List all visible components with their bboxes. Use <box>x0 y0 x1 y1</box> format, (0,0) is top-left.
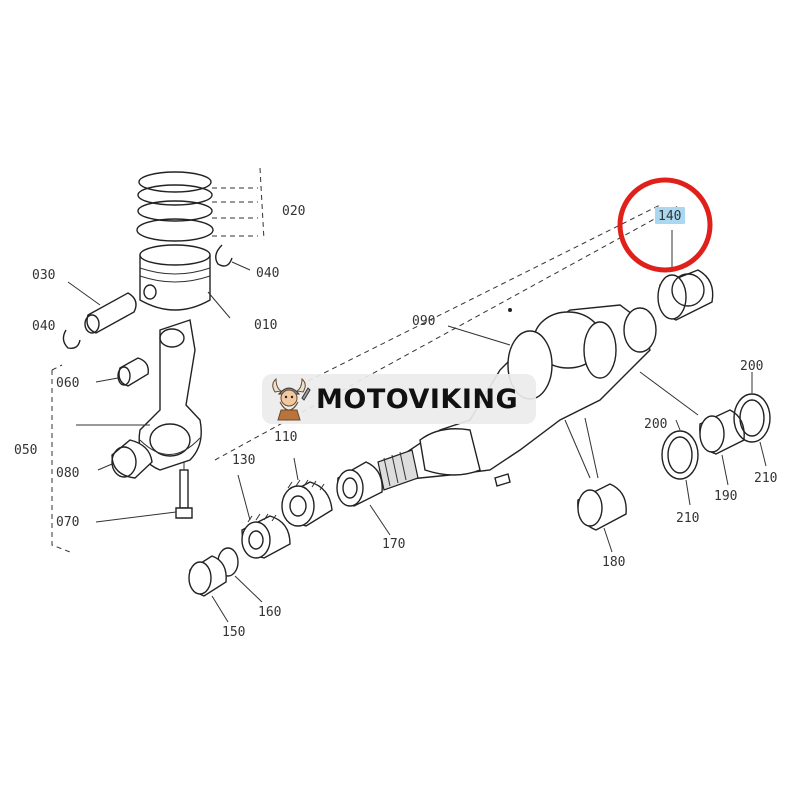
label-140: 140 <box>658 209 681 224</box>
brand-watermark: MOTOVIKING <box>262 374 536 424</box>
rod-bolt <box>95 462 193 523</box>
label-010: 010 <box>254 318 277 333</box>
piston-pin <box>67 281 137 334</box>
viking-mascot-icon <box>272 377 311 421</box>
big-end-bearing <box>97 439 153 479</box>
piston-rings <box>136 171 258 242</box>
label-040-lower: 040 <box>32 319 55 334</box>
label-090: 090 <box>412 314 435 329</box>
label-040-upper: 040 <box>256 266 279 281</box>
label-130: 130 <box>232 453 255 468</box>
label-080: 080 <box>56 466 79 481</box>
piston <box>139 244 231 319</box>
highlight-label-bg <box>655 207 685 224</box>
small-end-bushing <box>95 357 149 387</box>
part-labels: 020 040 010 030 040 060 050 080 070 090 … <box>14 204 777 640</box>
collar-150 <box>188 555 229 623</box>
gear-130 <box>237 474 291 559</box>
label-050: 050 <box>14 443 37 458</box>
label-190: 190 <box>714 489 737 504</box>
label-210-right: 210 <box>754 471 777 486</box>
highlight-140: 140 <box>617 177 713 273</box>
guide-lines <box>51 167 681 553</box>
label-020: 020 <box>282 204 305 219</box>
label-150: 150 <box>222 625 245 640</box>
thrust-washer-right <box>733 372 771 467</box>
thrust-washer-left <box>661 419 699 506</box>
label-200-left: 200 <box>644 417 667 432</box>
highlight-circle <box>617 177 713 273</box>
label-060: 060 <box>56 376 79 391</box>
label-070: 070 <box>56 515 79 530</box>
label-180: 180 <box>602 555 625 570</box>
label-210-left: 210 <box>676 511 699 526</box>
connecting-rod <box>76 319 202 471</box>
crankshaft-spline <box>377 449 419 491</box>
label-110: 110 <box>274 430 297 445</box>
gear-110 <box>281 457 333 527</box>
label-160: 160 <box>258 605 281 620</box>
collar-170 <box>336 461 391 536</box>
main-bearing-180 <box>564 417 627 553</box>
brand-name: MOTOVIKING <box>316 383 519 415</box>
label-170: 170 <box>382 537 405 552</box>
bearing-140 <box>657 230 714 321</box>
label-030: 030 <box>32 268 55 283</box>
label-200-right: 200 <box>740 359 763 374</box>
circlip-upper <box>215 244 251 271</box>
circlip-lower <box>62 329 81 350</box>
